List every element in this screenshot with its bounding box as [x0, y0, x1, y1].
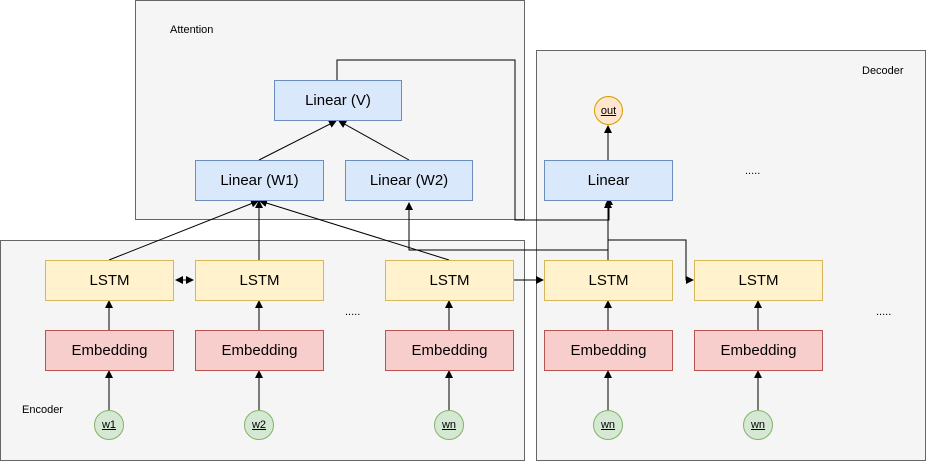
- decoder-linear-node: Linear: [544, 160, 673, 201]
- linear-w2-node: Linear (W2): [345, 160, 473, 201]
- encoder-lstm-1: LSTM: [45, 260, 174, 301]
- decoder-input-wn-2: wn: [743, 410, 773, 440]
- encoder-lstm-2: LSTM: [195, 260, 324, 301]
- decoder-embedding-1: Embedding: [544, 330, 673, 371]
- decoder-ellipsis-bottom: .....: [876, 306, 892, 318]
- decoder-lstm-2: LSTM: [694, 260, 823, 301]
- edge-w2-v: [338, 120, 410, 161]
- encoder-input-w1: w1: [94, 410, 124, 440]
- decoder-input-wn-1: wn: [593, 410, 623, 440]
- encoder-lstm-n: LSTM: [385, 260, 514, 301]
- encoder-group-label: Encoder: [22, 404, 63, 416]
- encoder-embedding-n: Embedding: [385, 330, 514, 371]
- attention-group-label: Attention: [170, 24, 214, 36]
- encoder-embedding-2: Embedding: [195, 330, 324, 371]
- encoder-ellipsis: .....: [345, 306, 361, 318]
- decoder-group-label: Decoder: [862, 65, 904, 77]
- edge-lstmn-w1: [259, 199, 450, 261]
- encoder-embedding-1: Embedding: [45, 330, 174, 371]
- decoder-output-out: out: [594, 96, 623, 125]
- linear-w1-node: Linear (W1): [195, 160, 324, 201]
- edge-lstm1-w1: [108, 199, 259, 261]
- decoder-ellipsis-top: .....: [745, 165, 761, 177]
- edge-dec-lstm1-lstm2: [608, 239, 694, 284]
- edge-w1-v: [258, 120, 337, 161]
- decoder-embedding-2: Embedding: [694, 330, 823, 371]
- encoder-input-wn: wn: [434, 410, 464, 440]
- encoder-input-w2: w2: [244, 410, 274, 440]
- edge-v-decoder-linear: [336, 59, 613, 221]
- linear-v-node: Linear (V): [274, 80, 402, 121]
- edge-dec-lstm1-w2: [405, 202, 608, 251]
- decoder-lstm-1: LSTM: [544, 260, 673, 301]
